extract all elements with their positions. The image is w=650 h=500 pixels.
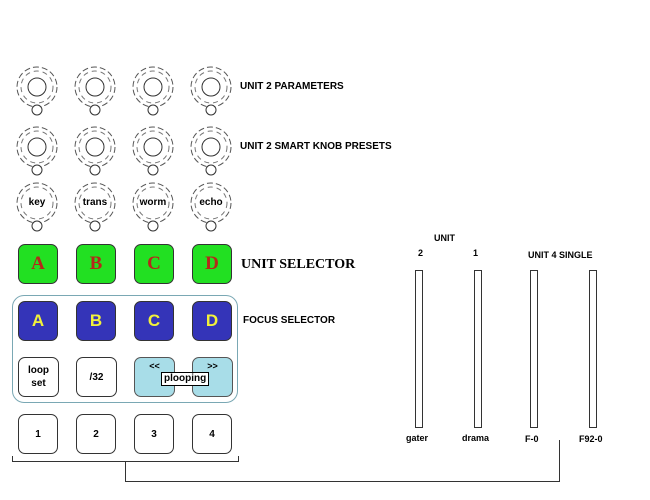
- knob-trans[interactable]: trans: [70, 178, 120, 234]
- unit-button-b[interactable]: B: [76, 244, 116, 284]
- unit-button-a[interactable]: A: [18, 244, 58, 284]
- parameter-knob[interactable]: [186, 62, 236, 118]
- number-button-4[interactable]: 4: [192, 414, 232, 454]
- fader-f92-0[interactable]: [589, 270, 597, 428]
- fader-label-gater: gater: [406, 433, 429, 443]
- knob-label: key: [28, 197, 46, 208]
- knob-worm[interactable]: worm: [128, 178, 178, 234]
- connector-horizontal: [125, 481, 560, 482]
- preset-knob[interactable]: [70, 122, 120, 178]
- parameter-knob[interactable]: [12, 62, 62, 118]
- unit2-parameters-label: UNIT 2 PARAMETERS: [240, 81, 344, 92]
- plooping-label: plooping: [161, 372, 210, 386]
- focus-selector-label: FOCUS SELECTOR: [243, 315, 336, 326]
- knob-key[interactable]: key: [12, 178, 62, 234]
- parameter-knob[interactable]: [128, 62, 178, 118]
- connector-up: [559, 440, 560, 482]
- knob-label: worm: [139, 197, 167, 208]
- knob-label: echo: [199, 197, 223, 208]
- smart-knob-presets-label: UNIT 2 SMART KNOB PRESETS: [240, 141, 392, 152]
- fader-f0[interactable]: [530, 270, 538, 428]
- unit-header: UNIT: [434, 233, 455, 243]
- knob-echo[interactable]: echo: [186, 178, 236, 234]
- parameter-knob[interactable]: [70, 62, 120, 118]
- focus-button-d[interactable]: D: [192, 301, 232, 341]
- unit4-single-header: UNIT 4 SINGLE: [528, 250, 593, 260]
- unit-number-1: 1: [473, 248, 479, 258]
- number-button-1[interactable]: 1: [18, 414, 58, 454]
- bracket-right-tick: [238, 456, 239, 462]
- bracket-left-tick: [12, 456, 13, 462]
- focus-button-c[interactable]: C: [134, 301, 174, 341]
- divide-32-button[interactable]: /32: [76, 357, 117, 397]
- unit-button-d[interactable]: D: [192, 244, 232, 284]
- fader-label-drama: drama: [462, 433, 490, 443]
- unit-selector-label: UNIT SELECTOR: [241, 257, 356, 272]
- preset-knob[interactable]: [12, 122, 62, 178]
- preset-knob[interactable]: [186, 122, 236, 178]
- fader-drama[interactable]: [474, 270, 482, 428]
- preset-knob[interactable]: [128, 122, 178, 178]
- focus-button-b[interactable]: B: [76, 301, 116, 341]
- fader-gater[interactable]: [415, 270, 423, 428]
- number-button-3[interactable]: 3: [134, 414, 174, 454]
- unit-number-2: 2: [418, 248, 424, 258]
- focus-button-a[interactable]: A: [18, 301, 58, 341]
- connector-down: [125, 461, 126, 482]
- number-button-2[interactable]: 2: [76, 414, 116, 454]
- fader-label-f92-0: F92-0: [579, 434, 603, 444]
- fader-label-f0: F-0: [525, 434, 539, 444]
- unit-button-c[interactable]: C: [134, 244, 174, 284]
- knob-label: trans: [82, 197, 108, 208]
- focus-group-frame: [12, 295, 238, 403]
